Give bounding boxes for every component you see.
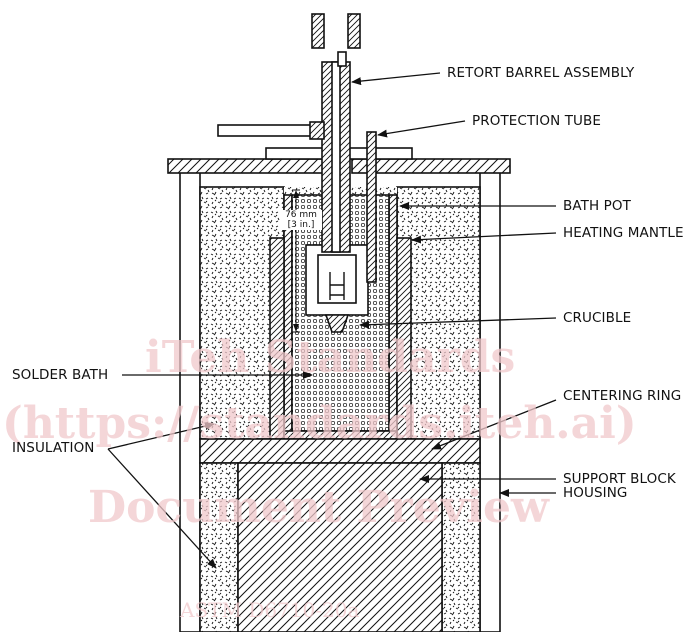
lid-plate-right	[351, 158, 511, 174]
label-bath-pot: BATH POT	[563, 198, 631, 214]
dimension-label: 76 mm [3 in.]	[280, 210, 322, 230]
leader-insulation-1	[107, 422, 215, 450]
protection-tube	[366, 131, 377, 283]
retort-bore	[331, 61, 341, 253]
leader-retort	[351, 72, 441, 86]
dimension-metric: 76 mm	[285, 210, 317, 220]
retort-top-left	[311, 13, 325, 49]
crucible-inner	[317, 254, 357, 304]
retort-top-right	[347, 13, 361, 49]
label-protection-tube: PROTECTION TUBE	[472, 113, 602, 129]
label-centering-ring: CENTERING RING	[563, 388, 682, 404]
leader-heating-mantle	[411, 232, 557, 244]
label-housing: HOUSING	[563, 485, 628, 501]
label-insulation: INSULATION	[12, 440, 95, 456]
side-rod	[217, 124, 323, 137]
leader-insulation-2	[107, 448, 217, 569]
leader-protection	[377, 120, 466, 138]
insulation-lower-right	[441, 462, 481, 632]
crucible-tip	[324, 314, 350, 333]
watermark-line-2: (https://standards.iteh.ai)	[2, 398, 637, 449]
support-block	[237, 462, 443, 632]
watermark-line-1: iTeh Standards	[145, 332, 516, 383]
leader-crucible	[359, 317, 557, 329]
label-crucible: CRUCIBLE	[563, 310, 632, 326]
label-heating-mantle: HEATING MANTLE	[563, 225, 684, 241]
dimension-imperial: [3 in.]	[287, 220, 315, 230]
label-solder-bath: SOLDER BATH	[12, 367, 109, 383]
leader-centering-ring	[431, 399, 557, 450]
label-support-block: SUPPORT BLOCK	[563, 471, 676, 487]
lid-plate-left	[167, 158, 329, 174]
watermark-line-4: ASTM D6710-20a	[180, 598, 360, 622]
watermark-line-3: Document Preview	[88, 482, 549, 533]
label-retort-barrel-assembly: RETORT BARREL ASSEMBLY	[447, 65, 635, 81]
